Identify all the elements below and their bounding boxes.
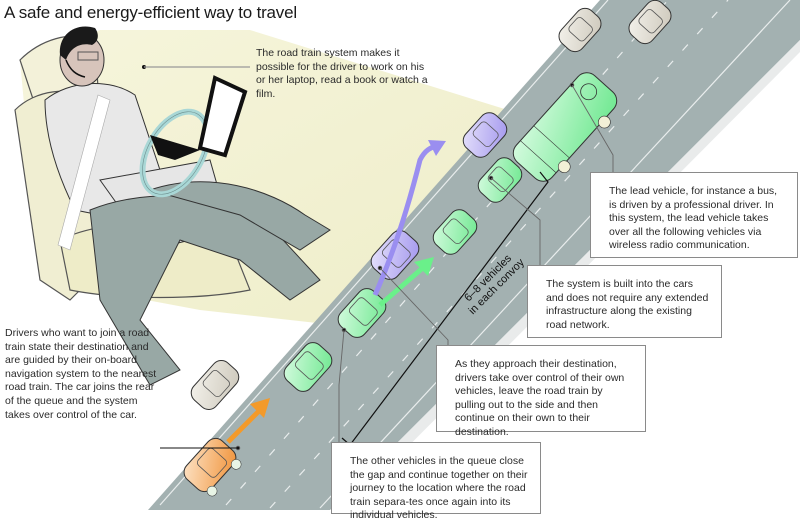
laptop bbox=[150, 75, 248, 160]
close-gap-arrow bbox=[378, 257, 434, 307]
leave-arrow bbox=[372, 140, 446, 297]
closing-gap-callout: The other vehicles in the queue close th… bbox=[331, 442, 541, 521]
driver bbox=[44, 26, 331, 386]
callout-pointers bbox=[160, 82, 614, 451]
join-note: Drivers who want to join a road train st… bbox=[5, 327, 157, 421]
joining-car bbox=[183, 437, 242, 497]
leaving-car bbox=[462, 112, 508, 158]
page-title: A safe and energy-efficient way to trave… bbox=[4, 3, 297, 22]
convoy-car bbox=[283, 342, 333, 392]
lead-vehicle-callout: The lead vehicle, for instance a bus, is… bbox=[590, 172, 798, 258]
convoy bbox=[283, 157, 523, 392]
road-train-illustration bbox=[14, 0, 800, 510]
leaving-callout: As they approach their destination, driv… bbox=[436, 345, 646, 438]
other-traffic bbox=[190, 0, 672, 410]
closing-gap-text: The other vehicles in the queue close th… bbox=[350, 455, 528, 522]
lead-vehicle-text: The lead vehicle, for instance a bus, is… bbox=[609, 185, 778, 252]
built-in-callout: The system is built into the cars and do… bbox=[527, 265, 722, 338]
lead-bus bbox=[512, 72, 618, 182]
built-in-text: The system is built into the cars and do… bbox=[546, 278, 709, 331]
join-arrow bbox=[226, 398, 270, 444]
driver-note: The road train system makes it possible … bbox=[256, 47, 428, 100]
convoy-car bbox=[432, 209, 478, 255]
convoy-bracket bbox=[341, 171, 549, 446]
convoy-car bbox=[477, 157, 523, 203]
leaving-text: As they approach their destination, driv… bbox=[455, 358, 625, 438]
